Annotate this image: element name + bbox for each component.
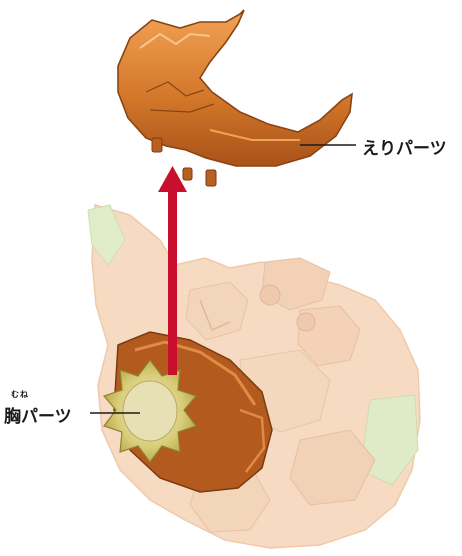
collar-part-label: えりパーツ — [362, 134, 447, 159]
chest-part-label: 胸パーツ — [4, 402, 72, 427]
chest-part-ruby: むね — [11, 389, 29, 400]
collar-part — [118, 10, 352, 186]
